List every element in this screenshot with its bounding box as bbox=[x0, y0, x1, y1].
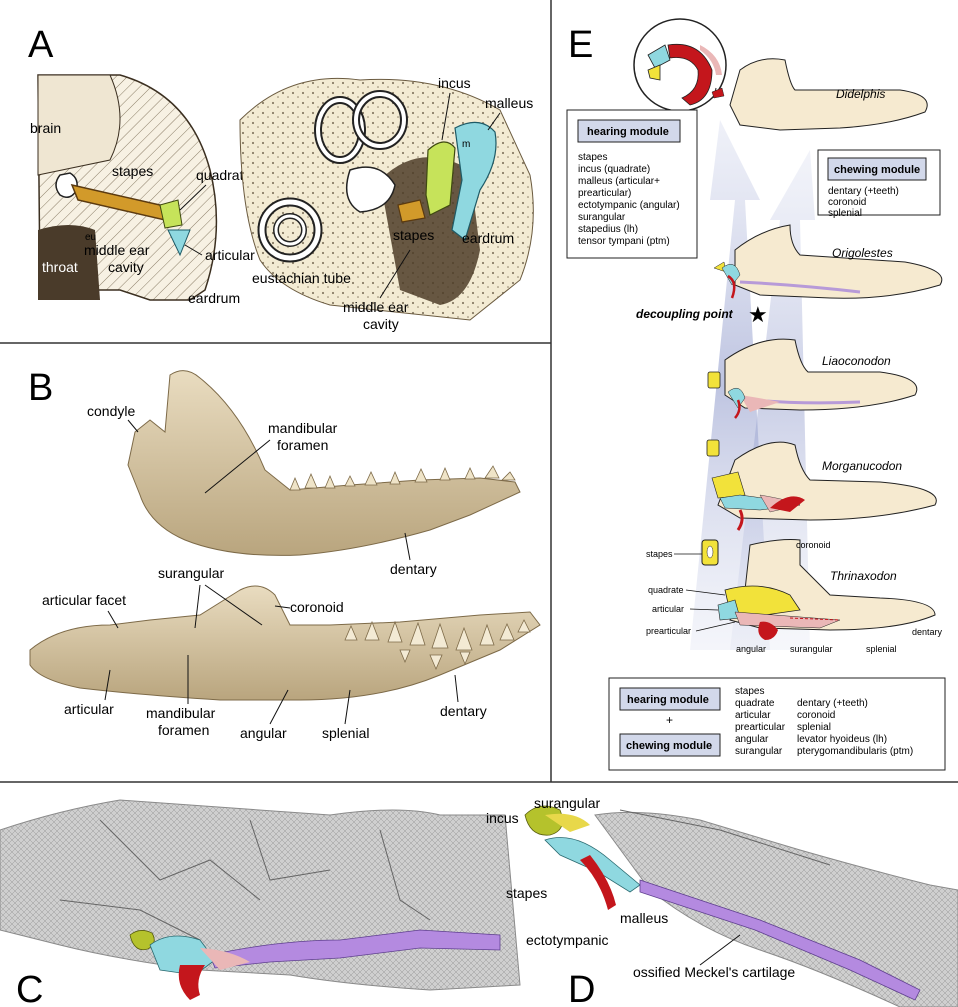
label-splenial-b: splenial bbox=[322, 725, 369, 741]
taxon-didelphis: Didelphis bbox=[836, 87, 885, 101]
legend-col1-2: articular bbox=[735, 710, 771, 721]
legend-col2-5: pterygomandibularis (ptm) bbox=[797, 746, 913, 757]
label-stapes-a-left: stapes bbox=[112, 163, 153, 179]
label-eustachian-tube: eustachian tube bbox=[252, 270, 351, 286]
label-surangular-b: surangular bbox=[158, 565, 224, 581]
jaw-origolestes bbox=[735, 225, 942, 298]
hearing-item-2: malleus (articular+ bbox=[578, 176, 660, 187]
panel-b: B condyle mandibular foramen dentary sur… bbox=[28, 367, 540, 741]
hearing-item-3: prearticular) bbox=[578, 188, 631, 199]
hearing-item-6: stapedius (lh) bbox=[578, 224, 638, 235]
label-mandibular-foramen-bottom-2: foramen bbox=[158, 722, 209, 738]
label-mandibular-foramen-top-1: mandibular bbox=[268, 420, 338, 436]
dentary-photo-top bbox=[128, 371, 520, 556]
legend-col2-2: coronoid bbox=[797, 710, 835, 721]
label-dentary-top: dentary bbox=[390, 561, 437, 577]
label-articular-b: articular bbox=[64, 701, 114, 717]
panel-e-letter: E bbox=[568, 24, 593, 66]
chewing-box-title: chewing module bbox=[834, 164, 920, 176]
label-middle-ear-cavity-a-right-1: middle ear bbox=[343, 299, 409, 315]
legend-col2-1: dentary (+teeth) bbox=[797, 698, 868, 709]
jaw-didelphis bbox=[730, 59, 927, 130]
panel-c: C bbox=[0, 800, 520, 1007]
label-mandibular-foramen-top-2: foramen bbox=[277, 437, 328, 453]
hearing-item-4: ectotympanic (angular) bbox=[578, 200, 680, 211]
label-eardrum-a-right: eardrum bbox=[462, 230, 514, 246]
label-dentary-b: dentary bbox=[440, 703, 487, 719]
taxon-morganucodon: Morganucodon bbox=[822, 459, 902, 473]
hearing-item-5: surangular bbox=[578, 212, 626, 223]
legend-col2-3: splenial bbox=[797, 722, 831, 733]
hearing-module-box: hearing module stapes incus (quadrate) m… bbox=[567, 110, 697, 258]
label-dentary-e: dentary bbox=[912, 627, 943, 637]
label-quadrate-e: quadrate bbox=[648, 585, 684, 595]
label-eardrum-a-left: eardrum bbox=[188, 290, 240, 306]
label-middle-ear-cavity-a-left-2: cavity bbox=[108, 259, 144, 275]
legend-chewing: chewing module bbox=[626, 740, 712, 752]
label-articular-a: articular bbox=[205, 247, 255, 263]
panel-d-letter: D bbox=[568, 969, 595, 1007]
hearing-item-0: stapes bbox=[578, 152, 607, 163]
taxon-origolestes: Origolestes bbox=[832, 246, 893, 260]
legend-hearing: hearing module bbox=[627, 694, 709, 706]
label-stapes-e: stapes bbox=[646, 549, 673, 559]
legend-col1-0: stapes bbox=[735, 686, 764, 697]
label-ectotympanic: ectotympanic bbox=[526, 932, 608, 948]
chewing-item-1: coronoid bbox=[828, 197, 866, 208]
panel-a-letter: A bbox=[28, 24, 54, 66]
label-condyle: condyle bbox=[87, 403, 135, 419]
panel-b-letter: B bbox=[28, 367, 53, 409]
label-m: m bbox=[462, 139, 470, 150]
panel-e: E Didelphis hearing module stapes incus … bbox=[567, 19, 945, 770]
label-angular-b: angular bbox=[240, 725, 287, 741]
legend-col1-5: surangular bbox=[735, 746, 783, 757]
label-splenial-e: splenial bbox=[866, 644, 897, 654]
chewing-item-2: splenial bbox=[828, 208, 862, 219]
panel-d: incus surangular stapes malleus ectotymp… bbox=[486, 795, 958, 1007]
label-coronoid-e: coronoid bbox=[796, 540, 831, 550]
hearing-item-7: tensor tympani (ptm) bbox=[578, 236, 670, 247]
label-middle-ear-cavity-a-left-1: middle ear bbox=[84, 242, 150, 258]
legend-plus: + bbox=[666, 713, 673, 727]
label-stapes-a-right: stapes bbox=[393, 227, 434, 243]
label-coronoid-b: coronoid bbox=[290, 599, 344, 615]
hearing-item-1: incus (quadrate) bbox=[578, 164, 650, 175]
legend-col2-4: levator hyoideus (lh) bbox=[797, 734, 887, 745]
label-malleus-d: malleus bbox=[620, 910, 668, 926]
label-surangular-e: surangular bbox=[790, 644, 833, 654]
label-malleus-a: malleus bbox=[485, 95, 533, 111]
decoupling-star-icon: ★ bbox=[748, 302, 768, 327]
label-mandibular-foramen-bottom-1: mandibular bbox=[146, 705, 216, 721]
decoupling-label: decoupling point bbox=[636, 307, 734, 321]
label-surangular-d: surangular bbox=[534, 795, 600, 811]
chewing-item-0: dentary (+teeth) bbox=[828, 186, 899, 197]
label-incus-a: incus bbox=[438, 75, 471, 91]
label-meckel: ossified Meckel's cartilage bbox=[633, 964, 795, 980]
label-middle-ear-cavity-a-right-2: cavity bbox=[363, 316, 399, 332]
label-articular-e: articular bbox=[652, 604, 684, 614]
label-articular-facet: articular facet bbox=[42, 592, 126, 608]
panel-a: A brain stapes quadrate eu middle ear ca… bbox=[28, 24, 533, 332]
label-incus-d: incus bbox=[486, 810, 519, 826]
taxon-liaoconodon: Liaoconodon bbox=[822, 354, 891, 368]
legend-col1-3: prearticular bbox=[735, 722, 786, 733]
magnifier-inset bbox=[634, 19, 726, 111]
chewing-module-box: chewing module dentary (+teeth) coronoid… bbox=[818, 150, 940, 219]
label-stapes-d: stapes bbox=[506, 885, 547, 901]
label-prearticular-e: prearticular bbox=[646, 626, 691, 636]
legend-col1-1: quadrate bbox=[735, 698, 775, 709]
module-legend: hearing module + chewing module stapes q… bbox=[609, 678, 945, 770]
label-throat: throat bbox=[42, 259, 78, 275]
legend-col1-4: angular bbox=[735, 734, 769, 745]
label-angular-e: angular bbox=[736, 644, 766, 654]
label-brain: brain bbox=[30, 120, 61, 136]
panel-c-letter: C bbox=[16, 969, 43, 1007]
taxon-thrinaxodon: Thrinaxodon bbox=[830, 569, 897, 583]
hearing-box-title: hearing module bbox=[587, 126, 669, 138]
